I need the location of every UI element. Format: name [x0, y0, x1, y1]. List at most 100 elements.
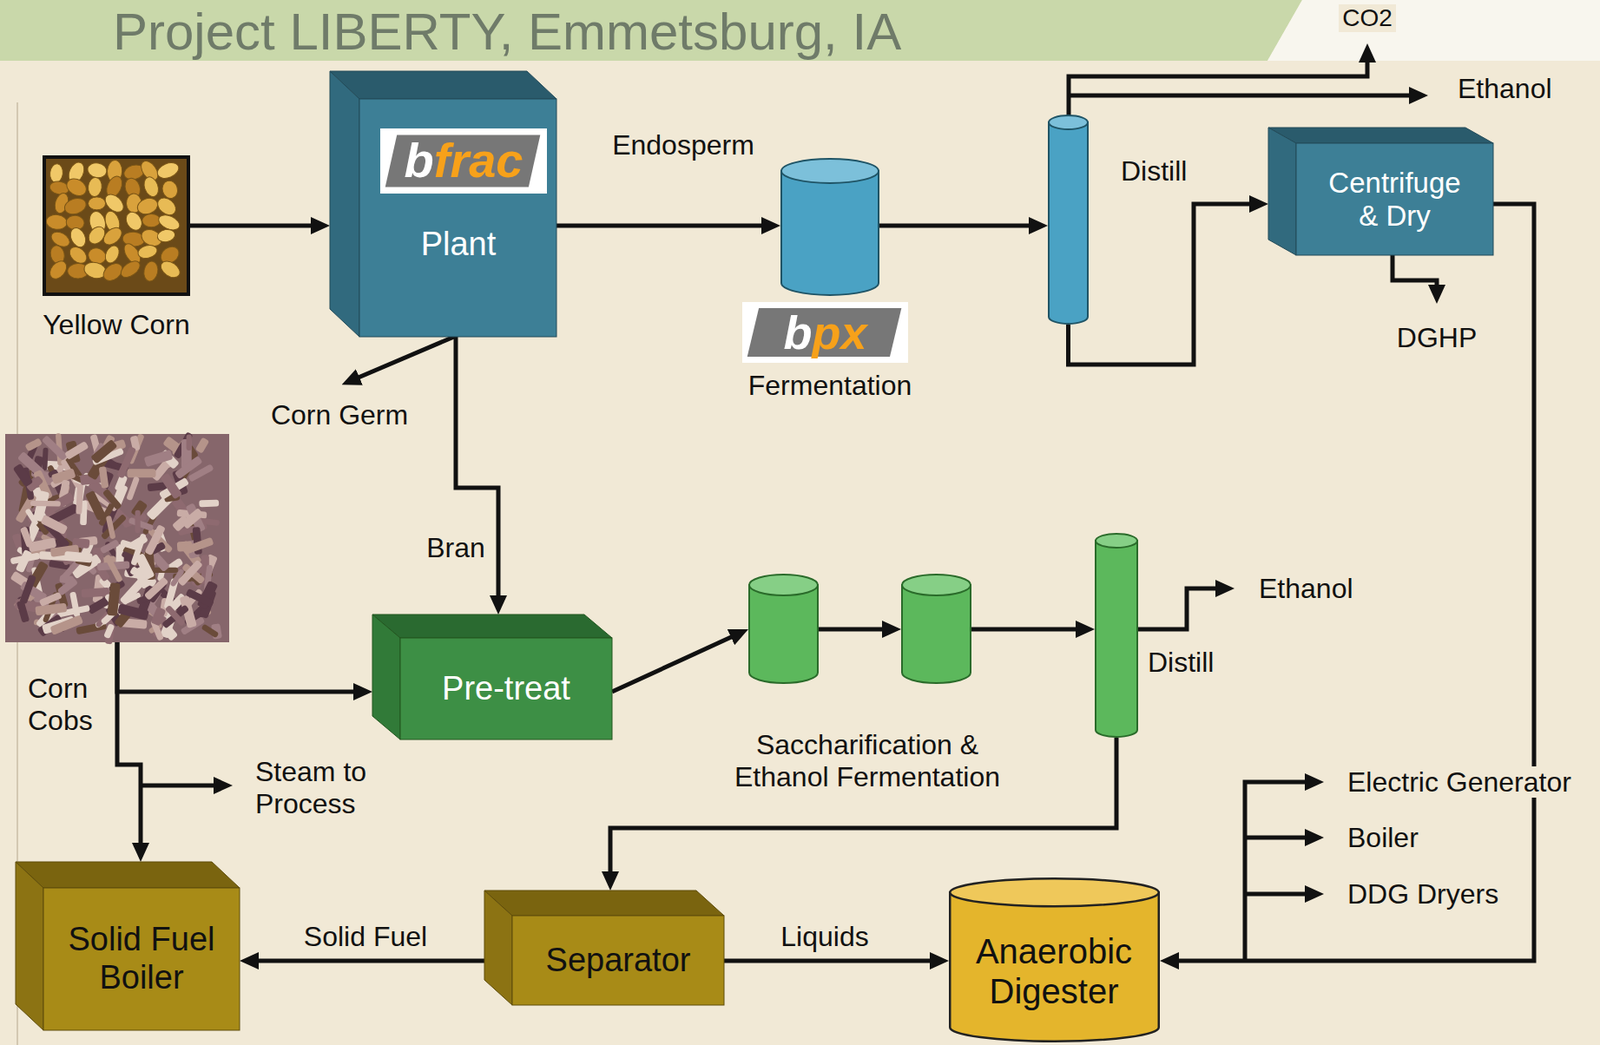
flow-connector [1068, 204, 1263, 365]
flow-connector [190, 223, 323, 229]
cob-piece [185, 588, 215, 608]
node-label: Saccharification & Ethanol Fermentation [719, 729, 1015, 794]
photo-ground [44, 157, 189, 295]
cob-piece [125, 476, 140, 501]
flow-connector [117, 642, 141, 856]
cob-piece [34, 603, 67, 617]
corn-kernel [62, 196, 88, 218]
output-arrow [1244, 836, 1317, 841]
cob-piece [127, 468, 157, 478]
cob-piece [39, 592, 63, 607]
cylinder-body [1095, 540, 1138, 738]
box-front-face [400, 638, 613, 740]
cob-piece [116, 446, 137, 479]
corn-kernel [48, 179, 71, 196]
output-label: CO2 [1338, 4, 1396, 33]
flow-arrow [818, 627, 895, 633]
cob-piece [201, 624, 220, 639]
logo-badge: bfrac [380, 128, 547, 194]
box-front-face [1296, 143, 1494, 256]
cylinder-top [781, 158, 879, 184]
logo-text: bpx [783, 305, 867, 360]
output-label: Ethanol [1255, 572, 1357, 606]
cob-piece [186, 434, 192, 451]
node-box: Solid Fuel Boiler [15, 862, 240, 1031]
cylinder-top [1095, 533, 1138, 548]
flow-connector [455, 336, 499, 608]
node-label: Separator [522, 941, 714, 981]
box-top-face [372, 614, 613, 639]
corn-kernel [123, 209, 145, 233]
corn-kernel [86, 177, 103, 198]
cylinder-body [949, 892, 1159, 1042]
output-label: Ethanol [1454, 72, 1556, 106]
flow-connector [556, 223, 774, 229]
cob-piece [144, 524, 165, 556]
box-side-face [15, 862, 44, 1031]
cylinder-body [749, 585, 818, 684]
banner-end [1267, 0, 1600, 61]
cob-piece [144, 576, 169, 600]
edge-label: Solid Fuel [300, 921, 431, 954]
node-label: Plant [421, 225, 497, 264]
flow-connector [246, 959, 485, 964]
output-arrow [140, 783, 226, 789]
node-shape [1094, 533, 1139, 738]
flow-connector [117, 642, 366, 692]
cob-piece [99, 539, 120, 554]
cob-piece [90, 439, 118, 465]
flow-connector [612, 632, 743, 692]
node-tank: bpxFermentation [780, 158, 880, 297]
edge-label: Endosperm [608, 129, 758, 162]
cob-piece [39, 514, 68, 535]
cob-piece [85, 490, 107, 521]
cob-piece [177, 559, 204, 587]
cob-piece [19, 574, 37, 606]
cob-piece [41, 434, 68, 461]
cob-piece [105, 515, 117, 540]
node-shape [1047, 114, 1089, 325]
cob-piece [49, 614, 84, 636]
cob-piece [98, 466, 110, 489]
cob-piece [69, 592, 81, 619]
cob-piece [64, 441, 89, 461]
cylinder-body [781, 171, 879, 296]
cob-piece [104, 553, 124, 583]
output-label: DDG Dryers [1343, 878, 1502, 911]
cob-piece [13, 463, 34, 488]
node-label: Distill [1120, 155, 1187, 188]
output-label: Boiler [1343, 822, 1423, 855]
output-arrow [1244, 892, 1317, 897]
corn-kernel [118, 257, 144, 281]
photo-frame [44, 157, 189, 295]
flow-connector [724, 959, 942, 964]
output-arrow [1068, 50, 1368, 122]
corn-kernel [155, 159, 182, 182]
cob-piece [164, 605, 186, 627]
corn-kernel [48, 163, 64, 184]
cob-piece [135, 510, 141, 534]
node-shape [780, 158, 880, 297]
cob-piece [195, 437, 210, 455]
node-label: Fermentation [725, 369, 935, 402]
node-corn: Yellow Corn [42, 155, 191, 297]
node-box: Pre-treat [372, 614, 613, 740]
cob-piece [64, 551, 93, 564]
slide-title: Project LIBERTY, Emmetsburg, IA [112, 1, 902, 62]
box-top-face [484, 890, 725, 916]
box-front-face [43, 888, 240, 1031]
box-top-face [1268, 127, 1494, 144]
output-arrow [348, 336, 455, 382]
cob-piece [183, 537, 215, 555]
cylinder-top [949, 878, 1159, 907]
corn-kernel [67, 225, 89, 251]
box-top-face [329, 71, 557, 99]
output-label: Corn Germ [267, 399, 412, 432]
cob-piece [161, 604, 190, 629]
cob-piece [19, 526, 34, 548]
cylinder-top [1048, 115, 1088, 130]
box-side-face [372, 614, 401, 740]
box-front-face [359, 98, 557, 337]
cylinder-body [1048, 122, 1088, 324]
edge-label: Bran [422, 532, 489, 565]
